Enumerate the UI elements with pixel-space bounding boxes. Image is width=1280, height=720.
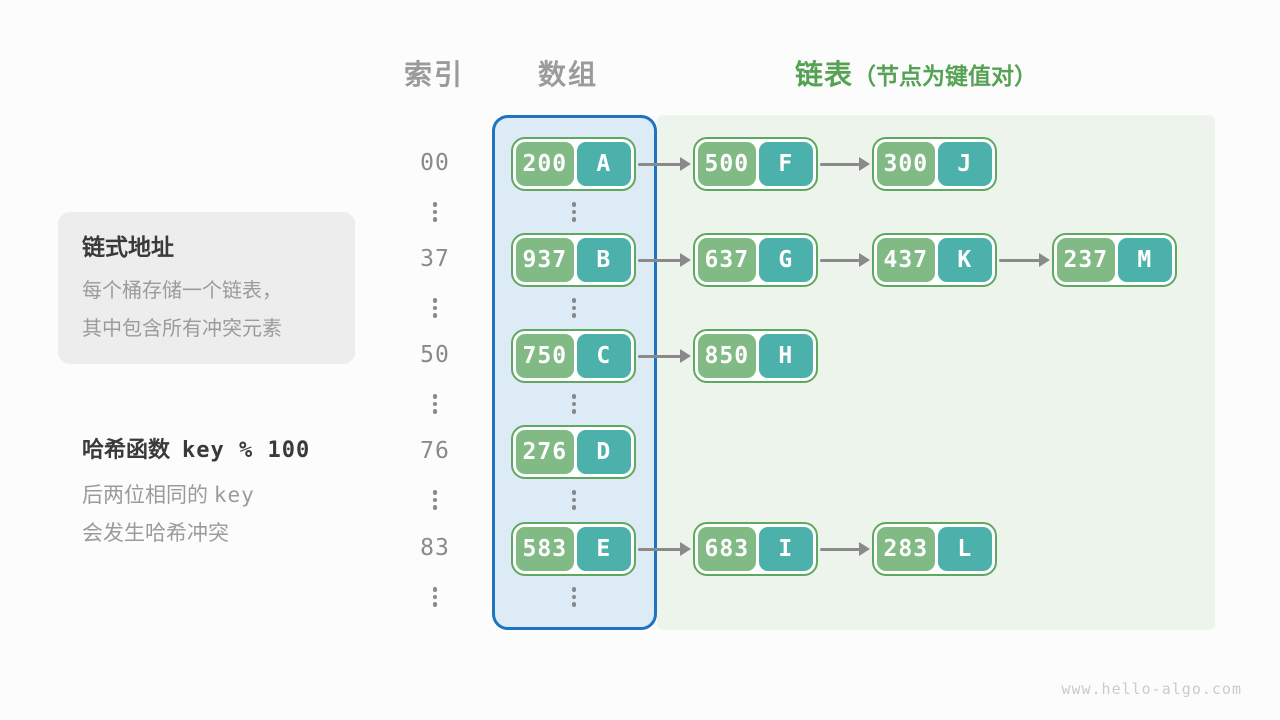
arrow-head <box>680 253 691 267</box>
link-arrow-icon <box>638 157 691 171</box>
info-card-title: 链式地址 <box>82 234 174 260</box>
array-ellipsis-dots <box>571 202 577 222</box>
column-header-list: 链表（节点为键值对） <box>795 53 1037 93</box>
node-value: D <box>576 430 631 474</box>
arrow-line <box>638 547 683 551</box>
index-label: 76 <box>420 438 450 464</box>
node-key: 750 <box>516 334 574 378</box>
node-value: H <box>758 334 813 378</box>
node-key: 637 <box>698 238 756 282</box>
index-label: 37 <box>420 246 450 272</box>
arrow-line <box>638 354 683 358</box>
node-value: A <box>576 142 631 186</box>
arrow-head <box>859 157 870 171</box>
watermark: www.hello-algo.com <box>1061 680 1242 698</box>
node-value: K <box>937 238 992 282</box>
node-key: 437 <box>877 238 935 282</box>
node-key: 283 <box>877 527 935 571</box>
node-value: E <box>576 527 631 571</box>
column-header-array: 数组 <box>538 59 599 90</box>
index-ellipsis-dots <box>432 490 438 510</box>
node-value: C <box>576 334 631 378</box>
link-arrow-icon <box>999 253 1050 267</box>
index-ellipsis-dots <box>432 202 438 222</box>
node-value: L <box>937 527 992 571</box>
arrow-line <box>820 258 862 262</box>
hash-note-line: 会发生哈希冲突 <box>82 522 229 545</box>
node-value: J <box>937 142 992 186</box>
index-ellipsis-dots <box>432 587 438 607</box>
arrow-line <box>820 162 862 166</box>
hash-function-note: 哈希函数 key % 100 后两位相同的 key 会发生哈希冲突 <box>82 432 402 553</box>
info-card: 链式地址 每个桶存储一个链表， 其中包含所有冲突元素 <box>58 212 355 364</box>
arrow-head <box>859 253 870 267</box>
list-note: （节点为键值对） <box>853 63 1038 89</box>
link-arrow-icon <box>638 542 691 556</box>
node-key: 300 <box>877 142 935 186</box>
array-ellipsis-dots <box>571 298 577 318</box>
node-value: G <box>758 238 813 282</box>
link-arrow-icon <box>638 253 691 267</box>
link-arrow-icon <box>820 253 870 267</box>
arrow-head <box>680 349 691 363</box>
array-ellipsis-dots <box>571 394 577 414</box>
arrow-head <box>1039 253 1050 267</box>
hash-note-line: 后两位相同的 key <box>82 483 255 507</box>
index-ellipsis-dots <box>432 394 438 414</box>
node-key: 237 <box>1057 238 1115 282</box>
hash-note-title: 哈希函数 <box>82 437 171 462</box>
node-key: 200 <box>516 142 574 186</box>
arrow-line <box>638 162 683 166</box>
node-value: I <box>758 527 813 571</box>
node-value: M <box>1117 238 1172 282</box>
column-header-index: 索引 <box>404 59 465 90</box>
node-key: 500 <box>698 142 756 186</box>
arrow-head <box>859 542 870 556</box>
info-card-line: 其中包含所有冲突元素 <box>82 318 282 340</box>
array-ellipsis-dots <box>571 490 577 510</box>
node-key: 276 <box>516 430 574 474</box>
node-value: B <box>576 238 631 282</box>
link-arrow-icon <box>820 542 870 556</box>
node-key: 683 <box>698 527 756 571</box>
node-value: F <box>758 142 813 186</box>
index-label: 83 <box>420 535 450 561</box>
link-arrow-icon <box>820 157 870 171</box>
node-key: 937 <box>516 238 574 282</box>
index-label: 00 <box>420 150 450 176</box>
hash-note-title-row: 哈希函数 key % 100 <box>82 432 402 464</box>
node-key: 850 <box>698 334 756 378</box>
arrow-line <box>820 547 862 551</box>
arrow-head <box>680 542 691 556</box>
list-label: 链表 <box>795 59 854 90</box>
index-label: 50 <box>420 342 450 368</box>
node-key: 583 <box>516 527 574 571</box>
link-arrow-icon <box>638 349 691 363</box>
info-card-line: 每个桶存储一个链表， <box>82 280 282 302</box>
arrow-head <box>680 157 691 171</box>
index-ellipsis-dots <box>432 298 438 318</box>
hash-formula: key % 100 <box>182 438 311 463</box>
arrow-line <box>999 258 1042 262</box>
arrow-line <box>638 258 683 262</box>
array-ellipsis-dots <box>571 587 577 607</box>
